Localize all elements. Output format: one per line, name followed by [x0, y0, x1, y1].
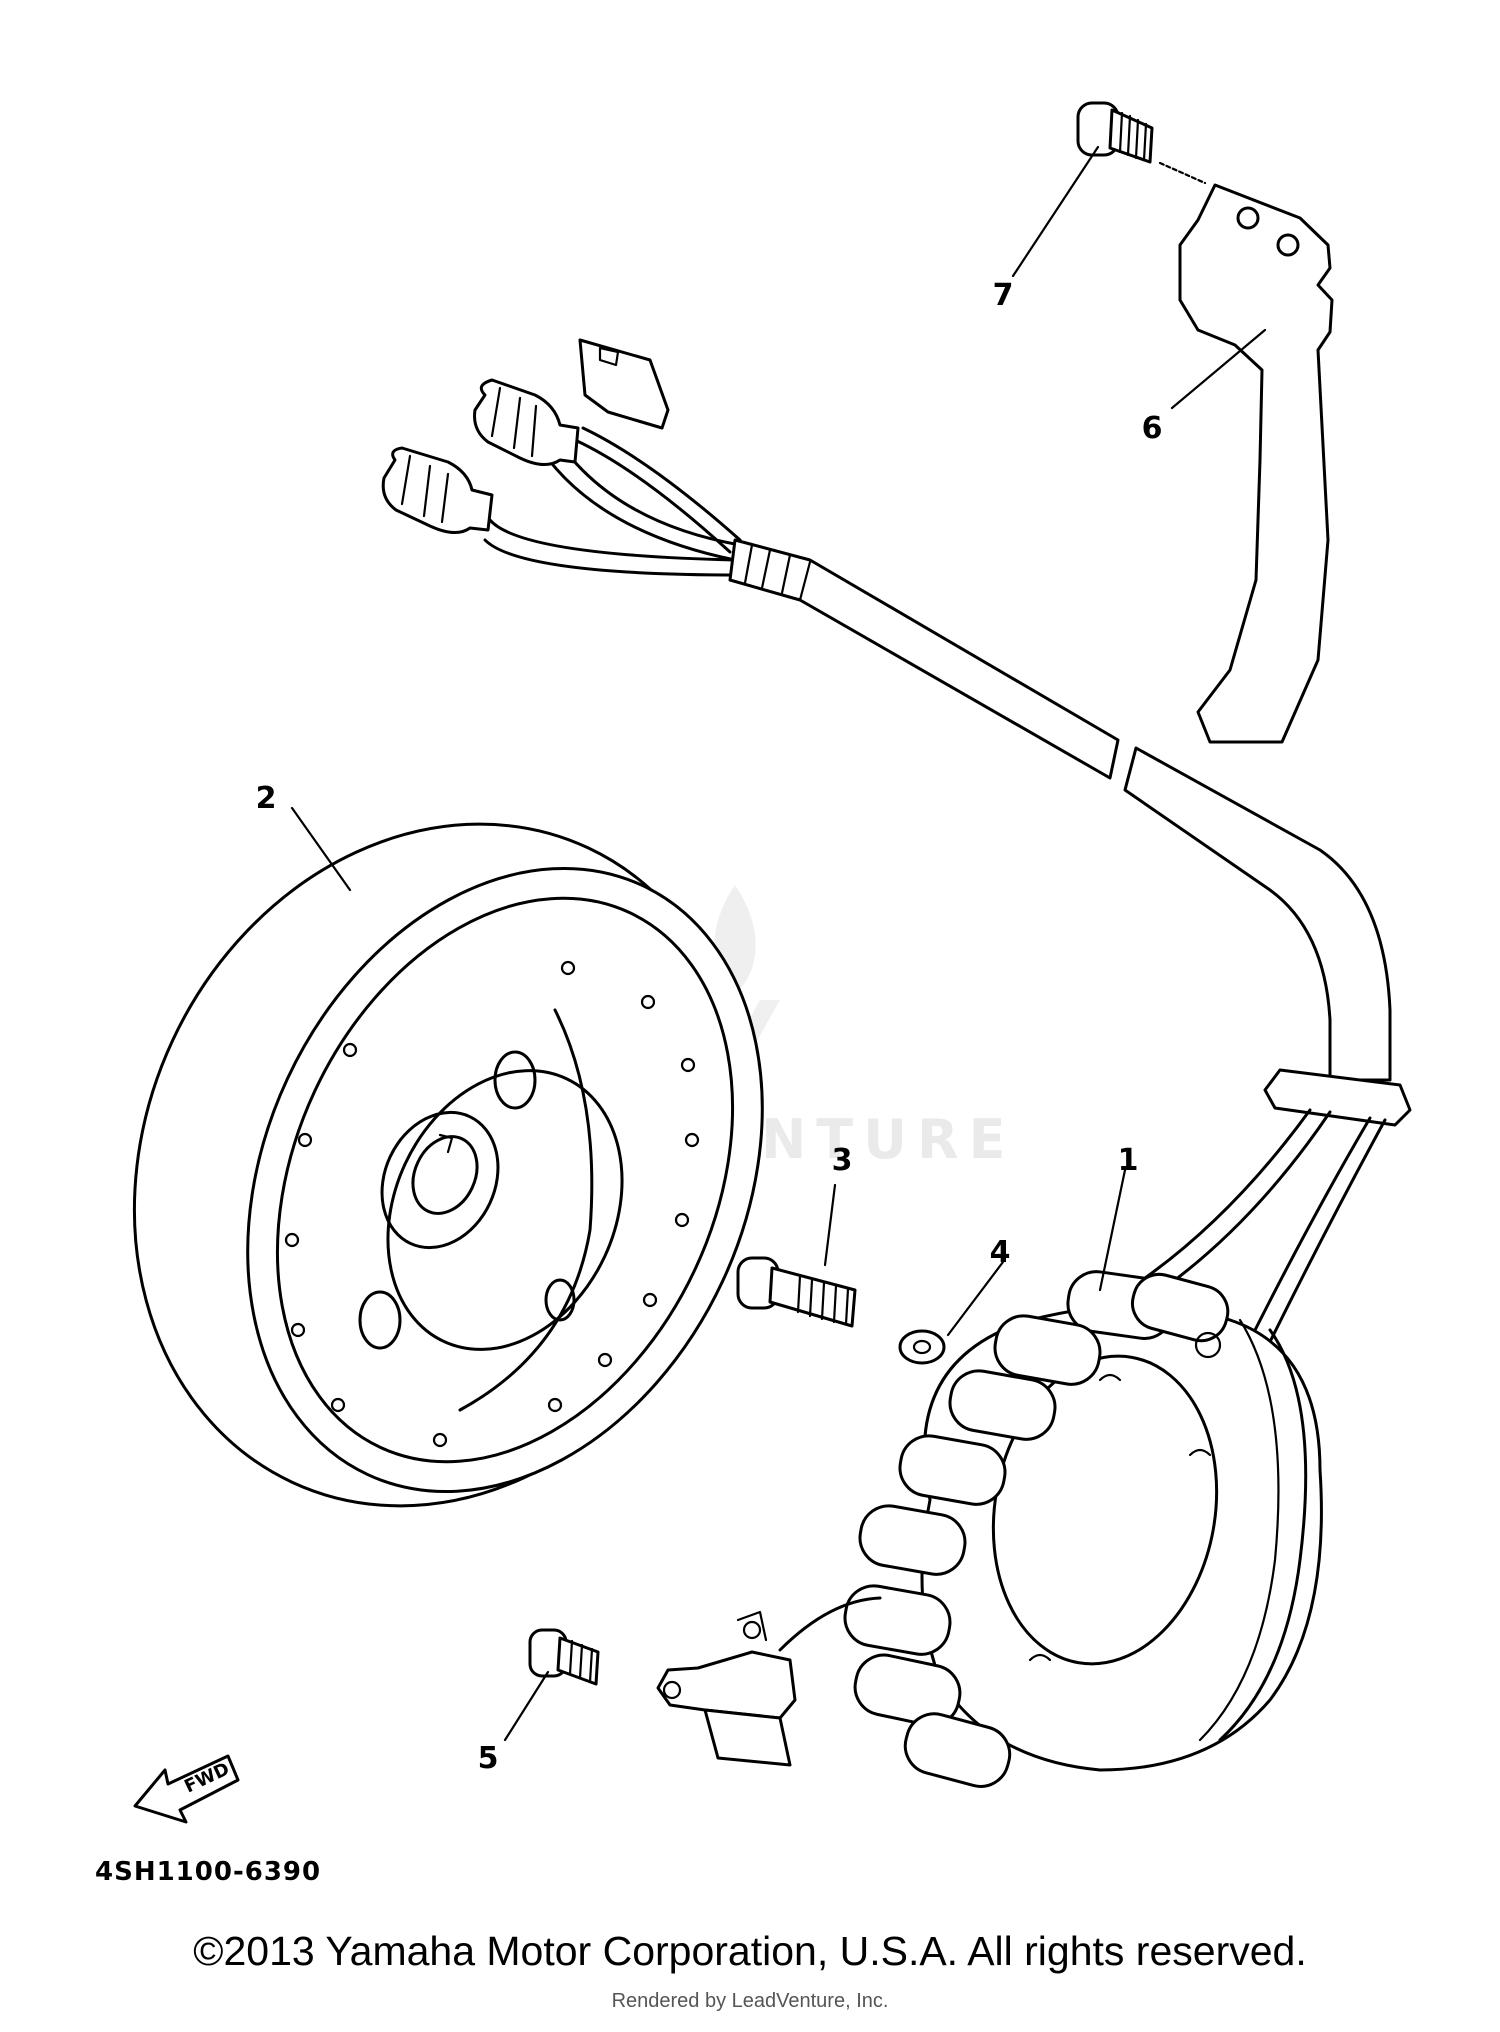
- rotor-bolt-holes: [284, 960, 700, 1448]
- flywheel-rotor-part-2: [132, 822, 764, 1508]
- leader-lines: [290, 145, 1267, 1742]
- bracket-part-6: [1178, 183, 1334, 744]
- fwd-arrow-icon: FWD: [133, 1754, 240, 1824]
- bolt-part-5: [528, 1628, 600, 1686]
- stator-part-1: [656, 1270, 1323, 1788]
- rendered-by-note: Rendered by LeadVenture, Inc.: [611, 1990, 889, 2012]
- callout-7: 7: [993, 278, 1014, 313]
- callout-4: 4: [990, 1235, 1011, 1270]
- callout-6: 6: [1142, 411, 1163, 446]
- bolt-part-7: [1076, 101, 1154, 164]
- connector-round-2: [381, 446, 494, 534]
- callout-3: 3: [832, 1143, 853, 1178]
- callout-5: 5: [478, 1741, 499, 1776]
- part-code: 4SH1100-6390: [95, 1857, 321, 1887]
- connector-square: [578, 338, 670, 430]
- washer-part-4: [898, 1329, 946, 1365]
- wire-harness: [381, 338, 1412, 1364]
- connector-round-1: [473, 378, 580, 466]
- stator-poles: [843, 1270, 1230, 1788]
- copyright-notice: ©2013 Yamaha Motor Corporation, U.S.A. A…: [193, 1928, 1307, 1974]
- bolt-part-3: [736, 1256, 857, 1328]
- pickup-coil: [656, 1596, 882, 1767]
- callout-1: 1: [1118, 1143, 1139, 1178]
- callout-2: 2: [256, 781, 277, 816]
